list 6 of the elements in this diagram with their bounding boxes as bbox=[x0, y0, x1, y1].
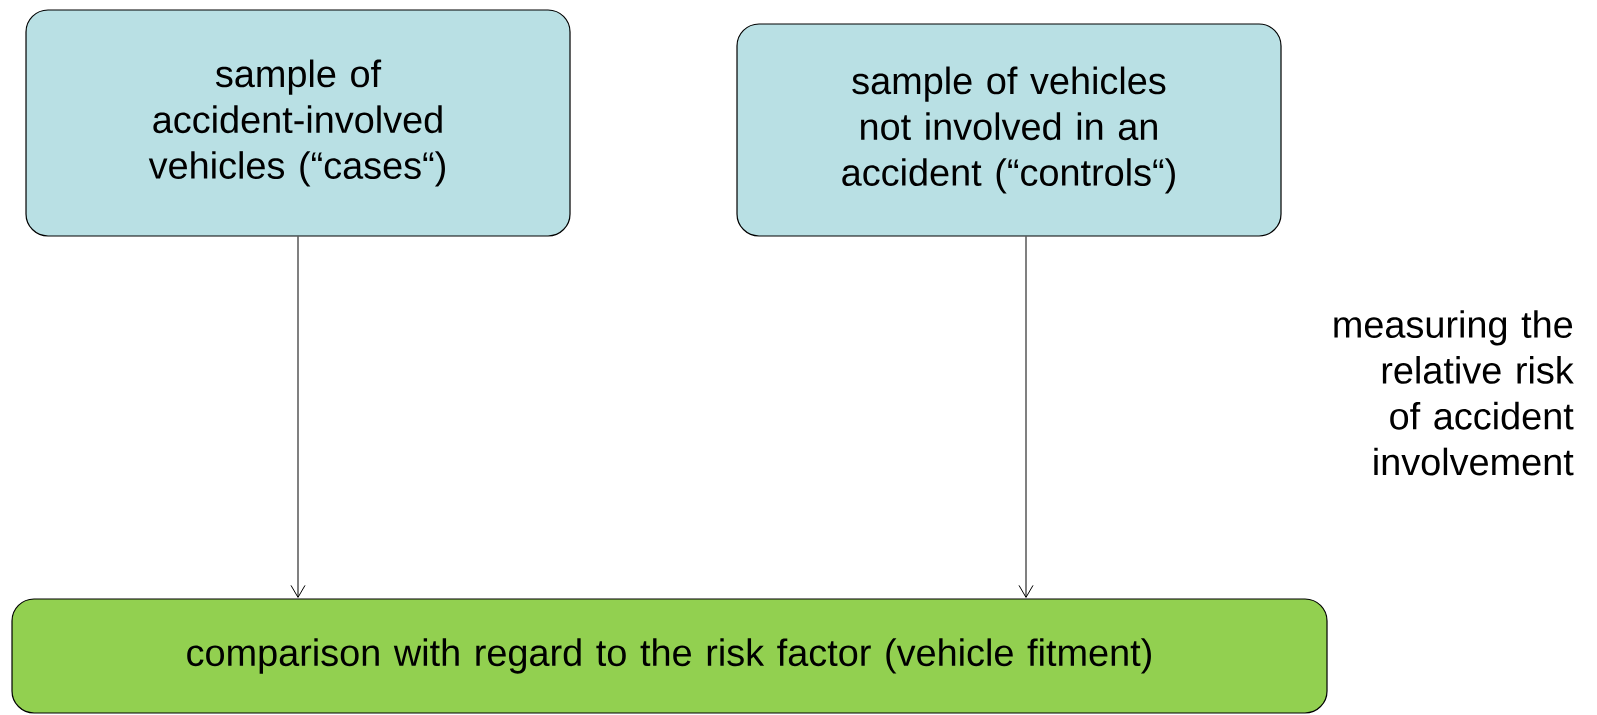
arrow bbox=[1018, 236, 1034, 598]
process-box: sample of vehicles not involved in an accident (“controls“) bbox=[736, 23, 1282, 237]
process-box: sample of accident-involved vehicles (“cases“) bbox=[25, 9, 571, 237]
note-text: measuring the relative risk of accident involvement bbox=[1334, 310, 1574, 476]
arrow bbox=[290, 236, 306, 598]
process-box: comparison with regard to the risk factor (vehicle fitment) bbox=[11, 598, 1328, 714]
